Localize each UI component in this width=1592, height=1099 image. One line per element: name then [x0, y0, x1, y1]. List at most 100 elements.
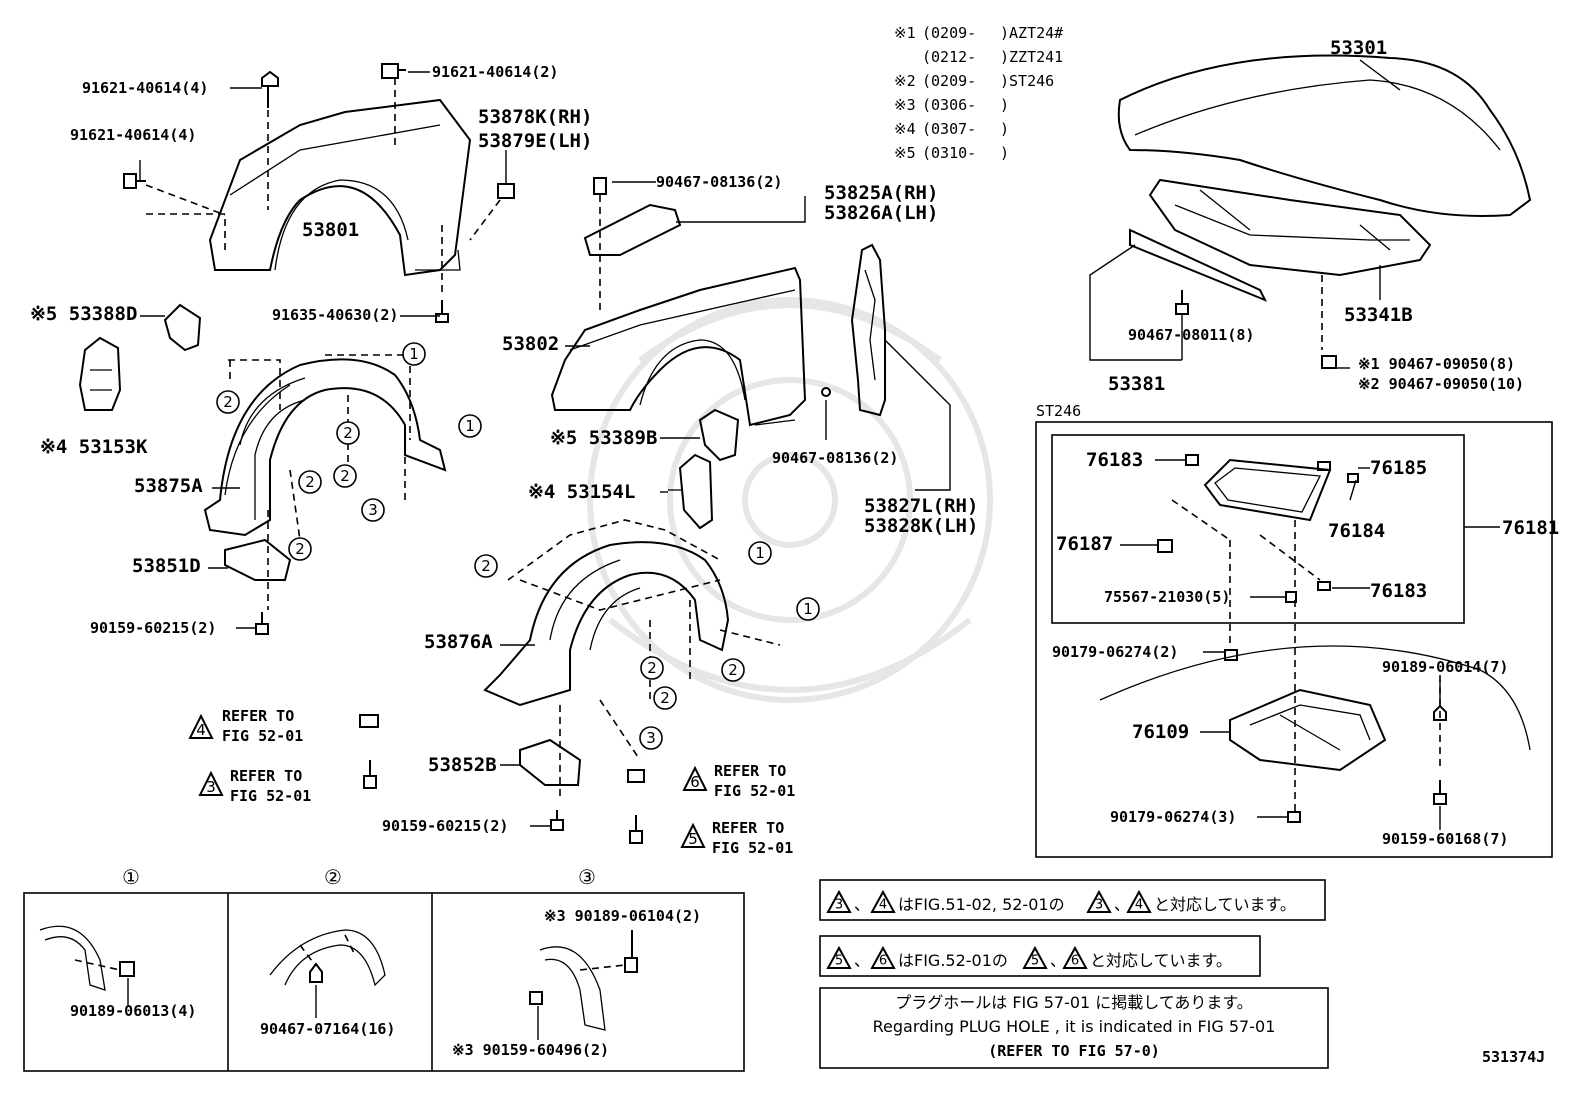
svg-text:、: 、	[854, 895, 870, 914]
label-53301: 53301	[1330, 37, 1387, 59]
label-90179-06274-a: 90179-06274(2)	[1052, 643, 1178, 661]
label-76183-bottom: 76183	[1370, 580, 1427, 602]
fender-53802-drawing	[550, 266, 807, 427]
label-53851d: 53851D	[132, 555, 201, 577]
part-labels: 91621-40614(4) 91621-40614(2) 91621-4061…	[30, 37, 1559, 848]
label-53878k: 53878K(RH)	[478, 106, 592, 128]
svg-text:2: 2	[728, 661, 738, 679]
svg-text:2: 2	[481, 557, 491, 575]
callout-1: 1	[458, 414, 482, 438]
svg-text:5: 5	[688, 830, 698, 848]
label-90179-06274-b: 90179-06274(3)	[1110, 808, 1236, 826]
svg-text:、: 、	[1050, 951, 1066, 970]
detail-3-part-bottom: ※3 90159-60496(2)	[452, 1041, 609, 1059]
plug-hole-note: プラグホールは FIG 57-01 に掲載してあります。 Regarding P…	[819, 987, 1329, 1069]
seal-53851d-drawing	[224, 538, 292, 635]
label-76185: 76185	[1370, 457, 1427, 479]
callout-1: 1	[748, 541, 772, 565]
bracket-53389b-drawing	[698, 408, 740, 462]
label-90467-09050-2: ※2 90467-09050(10)	[1358, 375, 1524, 393]
detail-panels: ① ② ③ 90189-06013(4) 90467-07164(16) ※3 …	[23, 865, 745, 1072]
note-2-model: )ZZT241	[1000, 48, 1063, 66]
svg-text:6: 6	[879, 954, 887, 969]
refer-to-4: 4 REFER TO FIG 52-01	[188, 707, 303, 745]
model-notes: ※1 (0209- )AZT24# (0212- )ZZT241 ※2 (020…	[894, 24, 1063, 162]
note-3-mark: ※2	[894, 72, 916, 90]
label-76181: 76181	[1502, 517, 1559, 539]
refer-to-5: 5 REFER TO FIG 52-01	[680, 819, 793, 857]
refer-to-markers: 4 REFER TO FIG 52-01 3 REFER TO FIG 52-0…	[188, 707, 795, 857]
label-53827l: 53827L(RH)	[864, 495, 978, 517]
plug-hole-line-2: Regarding PLUG HOLE , it is indicated in…	[873, 1017, 1276, 1036]
svg-text:6: 6	[1071, 954, 1079, 969]
svg-text:REFER TO: REFER TO	[222, 707, 294, 725]
svg-text:はFIG.51-02, 52-01の: はFIG.51-02, 52-01の	[898, 895, 1065, 914]
cover-53825a-drawing	[583, 177, 682, 310]
label-76183-top: 76183	[1086, 449, 1143, 471]
svg-text:3: 3	[1095, 898, 1103, 913]
note-1-model: )AZT24#	[1000, 24, 1063, 42]
st246-inner-box	[1051, 434, 1465, 624]
callout-2: 2	[721, 658, 745, 682]
label-53341b: 53341B	[1344, 304, 1413, 326]
hood-53301-drawing	[1117, 54, 1532, 369]
bracket-53153k-drawing	[78, 336, 122, 411]
callout-2: 2	[336, 421, 360, 445]
st246-group	[1035, 421, 1553, 858]
detail-2-title: ②	[324, 865, 342, 889]
svg-text:3: 3	[206, 778, 216, 796]
label-53802: 53802	[502, 333, 559, 355]
label-90467-08136-top: 90467-08136(2)	[656, 173, 782, 191]
label-90467-09050-1: ※1 90467-09050(8)	[1358, 355, 1515, 373]
callout-1: 1	[796, 597, 820, 621]
bracket-53388d-drawing	[163, 303, 202, 352]
note-4-range: (0306-	[922, 96, 976, 114]
label-90189-06014: 90189-06014(7)	[1382, 658, 1508, 676]
svg-text:4: 4	[879, 898, 887, 913]
callout-2: 2	[474, 554, 498, 578]
svg-text:2: 2	[295, 540, 305, 558]
label-76109: 76109	[1132, 721, 1189, 743]
svg-text:2: 2	[223, 393, 233, 411]
note-3-model: )ST246	[1000, 72, 1054, 90]
callout-2: 2	[640, 656, 664, 680]
svg-text:REFER TO: REFER TO	[230, 767, 302, 785]
refer-to-3: 3 REFER TO FIG 52-01	[198, 767, 311, 805]
label-53381: 53381	[1108, 373, 1165, 395]
correspondence-note-2: 5 、 6 はFIG.52-01の 5 、 6 と対応しています。	[819, 935, 1261, 977]
note-4-mark: ※3	[894, 96, 916, 114]
svg-text:はFIG.52-01の: はFIG.52-01の	[898, 951, 1008, 970]
detail-1-part: 90189-06013(4)	[70, 1002, 196, 1020]
svg-text:5: 5	[835, 954, 843, 969]
label-90159-60168: 90159-60168(7)	[1382, 830, 1508, 848]
svg-text:3: 3	[835, 898, 843, 913]
callout-2: 2	[216, 390, 240, 414]
circled-callouts: 1 1 2 2 2 2 2 3 2 1 1 2 2 2 3	[216, 342, 820, 750]
svg-text:1: 1	[755, 544, 765, 562]
detail-3-title: ③	[578, 865, 596, 889]
svg-text:2: 2	[660, 689, 670, 707]
diagram-id: 531374J	[1482, 1048, 1545, 1066]
bracket-53154l-drawing	[668, 453, 714, 530]
svg-text:3: 3	[368, 501, 378, 519]
detail-1-title: ①	[122, 865, 140, 889]
svg-text:2: 2	[340, 467, 350, 485]
label-90159-60215-left: 90159-60215(2)	[90, 619, 216, 637]
label-53826a: 53826A(LH)	[824, 202, 938, 224]
note-6-range: (0310-	[922, 144, 976, 162]
plug-hole-line-3: (REFER TO FIG 57-0)	[988, 1042, 1160, 1060]
seal-53827l-drawing	[821, 243, 886, 417]
note-3-range: (0209-	[922, 72, 976, 90]
label-53876a: 53876A	[424, 631, 493, 653]
watermark-emblem	[587, 297, 993, 703]
refer-to-6: 6 REFER TO FIG 52-01	[682, 762, 795, 800]
svg-text:4: 4	[1135, 898, 1143, 913]
note-5-model: )	[1000, 120, 1009, 138]
label-91635-40630: 91635-40630(2)	[272, 306, 398, 324]
correspondence-note-1: 3 、 4 はFIG.51-02, 52-01の 3 、 4 と対応しています。	[819, 879, 1326, 921]
svg-text:5: 5	[1031, 954, 1039, 969]
label-53852b: 53852B	[428, 754, 497, 776]
label-90467-08011: 90467-08011(8)	[1128, 326, 1254, 344]
svg-text:1: 1	[465, 417, 475, 435]
